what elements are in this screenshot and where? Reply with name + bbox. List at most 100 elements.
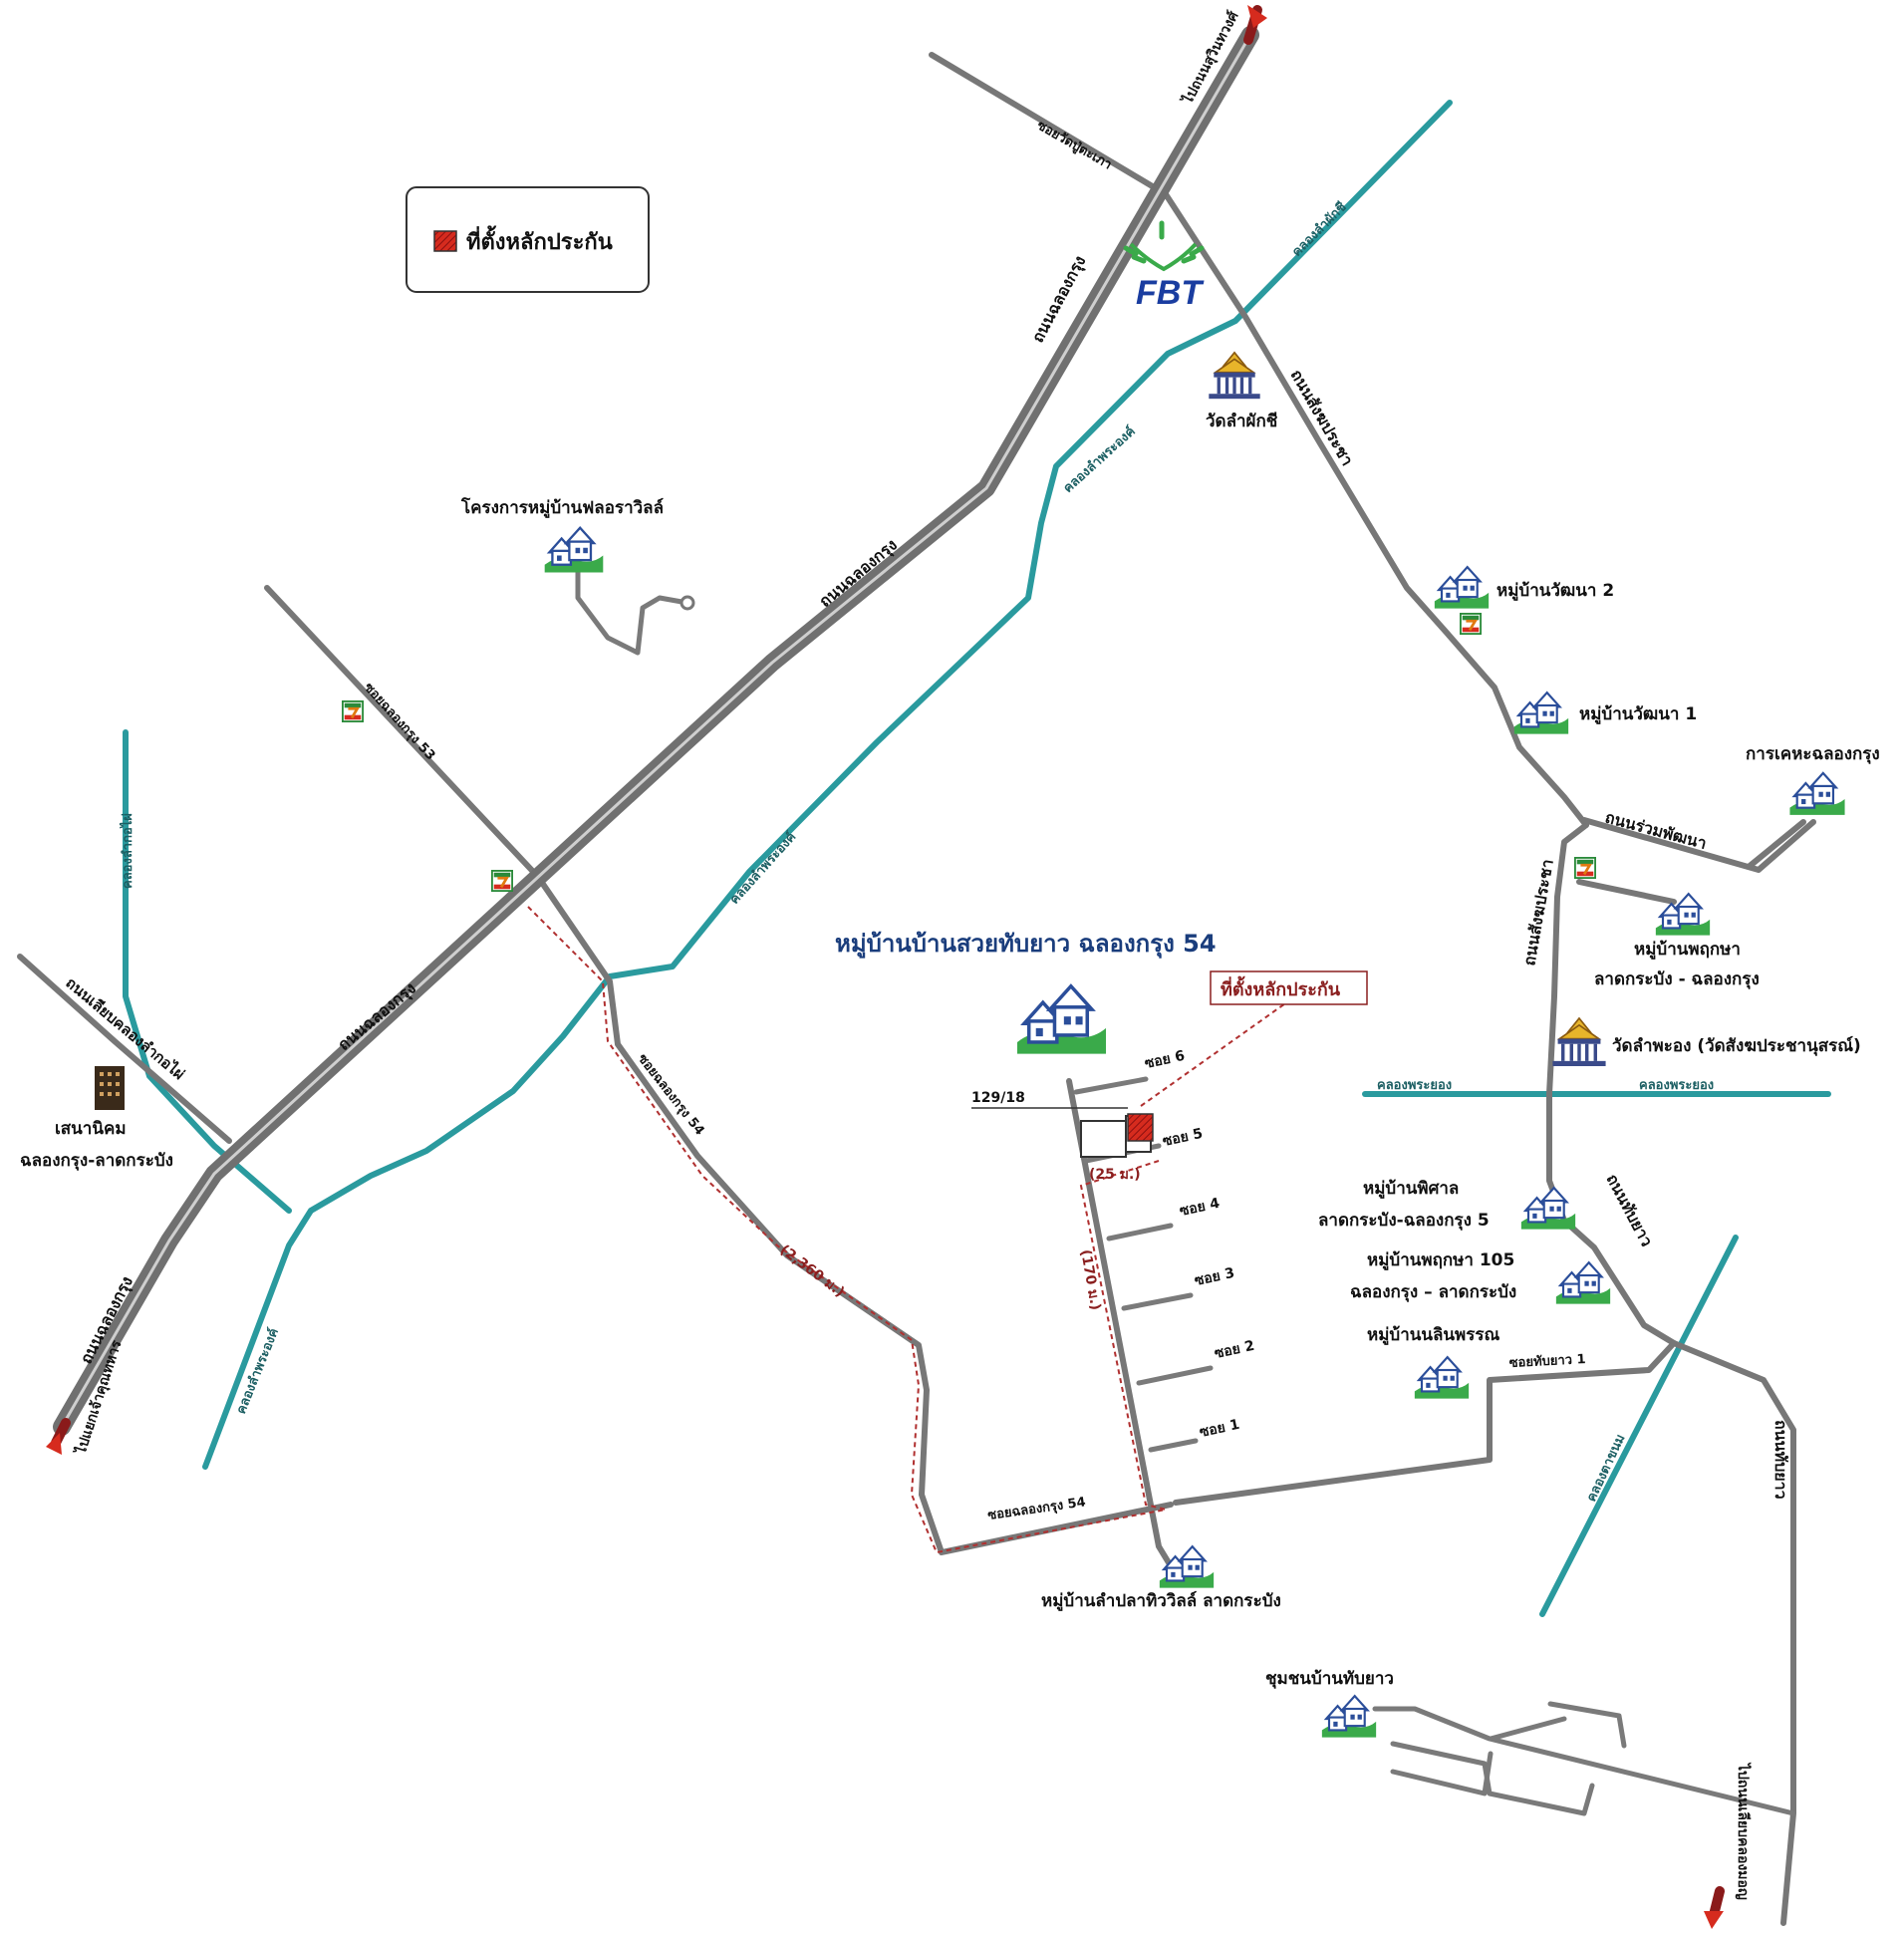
label-soi-wat: ซอยวัดปู่ตะเภา <box>1034 118 1114 172</box>
chalongkrung-main-road <box>53 26 1259 1436</box>
convenience-store-icon <box>1460 613 1482 635</box>
chumchon-road-1 <box>1372 1706 1796 1816</box>
label-wat-lamphraong: วัดลำพะอง (วัดสังฆประชานุสรณ์) <box>1612 1035 1861 1056</box>
sangkhom-road <box>1163 191 1589 828</box>
temple-icon <box>1551 1017 1607 1067</box>
arrow-icon-north <box>1243 5 1267 45</box>
liap-road <box>17 954 232 1144</box>
label-phruksa: หมู่บ้านพฤกษา <box>1634 940 1741 961</box>
house-icon <box>1512 691 1570 735</box>
convenience-store-icon <box>342 700 364 722</box>
canal-labels: คลองลำผักชี คลองลำพระองค์ คลองลำพระองค์ … <box>119 199 1714 1505</box>
kheha-road <box>1746 819 1806 870</box>
label-phisan: หมู่บ้านพิศาล <box>1363 1179 1459 1200</box>
soi-1-road <box>1148 1438 1199 1453</box>
label-phruksa105: หมู่บ้านพฤกษา 105 <box>1367 1250 1514 1271</box>
label-senanikhom-sub: ฉลองกรุง-ลาดกระบัง <box>20 1151 173 1171</box>
building-icon <box>95 1066 125 1110</box>
label-soi-5: ซอย 5 <box>1162 1126 1205 1150</box>
label-to-liap: ไปถนนเลียบคลองมอญ <box>1735 1762 1753 1900</box>
soi-3-road <box>1121 1292 1194 1311</box>
distance-25m: (25 ม.) <box>1089 1167 1141 1183</box>
house-icon <box>1519 1187 1577 1231</box>
arrow-icon-southwest <box>46 1418 71 1455</box>
brand-logo-text: FBT <box>1136 274 1205 312</box>
label-canal-lamphraong-2: คลองลำพระองค์ <box>726 829 799 908</box>
chumchon-road-4 <box>1547 1701 1627 1749</box>
label-soi-6: ซอย 6 <box>1144 1048 1187 1072</box>
label-canal-lamphakchi: คลองลำผักชี <box>1289 199 1350 260</box>
label-road-thapyao-2: ถนนทับยาว <box>1771 1420 1790 1500</box>
label-soi-1: ซอย 1 <box>1199 1417 1241 1441</box>
roundabout <box>680 595 695 611</box>
plot-outline <box>971 1107 1154 1158</box>
legend-text: ที่ตั้งหลักประกัน <box>466 225 613 255</box>
soi53-road <box>264 585 1174 1555</box>
label-flora-ville: โครงการหมู่บ้านฟลอราวิลล์ <box>460 497 664 519</box>
label-soi-2: ซอย 2 <box>1214 1338 1256 1362</box>
label-soi54-diagonal: ซอยฉลองกรุง 54 <box>635 1051 707 1138</box>
label-canal-phraong-1: คลองพระยอง <box>1377 1078 1452 1093</box>
label-soi-thapyao1: ซอยทับยาว 1 <box>1508 1352 1586 1371</box>
distance-170m: (170 ม.) <box>1077 1248 1103 1311</box>
project-title: หมู่บ้านบ้านสวยทับยาว ฉลองกรุง 54 <box>835 930 1217 960</box>
chumchon-road-5 <box>1488 1716 1567 1742</box>
label-wattana2: หมู่บ้านวัฒนา 2 <box>1496 581 1614 602</box>
temple-icon <box>1208 351 1261 401</box>
label-kheha: การเคหะฉลองกรุง <box>1746 744 1880 764</box>
label-phruksa-sub: ลาดกระบัง - ฉลองกรุง <box>1594 969 1760 989</box>
soi-4-road <box>1106 1223 1174 1242</box>
soi-6-road <box>1073 1076 1149 1095</box>
soi-wat-road <box>929 52 1169 197</box>
roads <box>17 52 1816 1926</box>
flora-access-road <box>575 567 690 656</box>
label-wat-lamphakchi: วัดลำผักชี <box>1206 411 1278 431</box>
soi-2-road <box>1136 1365 1214 1386</box>
thapyao-road <box>1671 1340 1796 1926</box>
label-soi54-horizontal: ซอยฉลองกรุง 54 <box>986 1495 1086 1523</box>
label-soi53: ซอยฉลองกรุง 53 <box>361 681 437 764</box>
soi-thapyao1-road <box>1173 1340 1677 1506</box>
distance-lines <box>527 906 1296 1554</box>
label-chumchon: ชุมชนบ้านทับยาว <box>1265 1669 1394 1689</box>
chumchon-road-2 <box>1390 1741 1595 1816</box>
canal-lamphakchi-line <box>202 100 1453 1470</box>
label-soi-4: ซอย 4 <box>1179 1196 1222 1220</box>
place-labels: วัดลำผักชี โครงการหมู่บ้านฟลอราวิลล์ หมู… <box>20 411 1880 1689</box>
canal-lamkopai-line <box>123 729 292 1214</box>
label-road-thapyao-1: ถนนทับยาว <box>1602 1171 1656 1249</box>
legend: ที่ตั้งหลักประกัน <box>406 186 650 293</box>
soi-labels: ซอย 6 ซอย 5 ซอย 4 ซอย 3 ซอย 2 ซอย 1 129/… <box>971 1048 1256 1441</box>
plot-number: 129/18 <box>971 1090 1025 1106</box>
house-icon <box>1320 1695 1378 1739</box>
house-icon <box>1554 1261 1612 1305</box>
house-icon <box>1433 566 1491 610</box>
label-phisan-sub: ลาดกระบัง-ฉลองกรุง 5 <box>1318 1211 1490 1231</box>
canal-kanom-line <box>1539 1235 1739 1617</box>
label-lamplatiw: หมู่บ้านลำปลาทิววิลล์ ลาดกระบัง <box>1041 1590 1281 1612</box>
callout: ที่ตั้งหลักประกัน <box>1210 970 1368 1005</box>
label-phruksa105-sub: ฉลองกรุง – ลาดกระบัง <box>1350 1282 1516 1302</box>
label-wattana1: หมู่บ้านวัฒนา 1 <box>1579 704 1697 725</box>
label-road-sangkhom-2: ถนนสังฆประชา <box>1519 858 1557 967</box>
chumchon-road-3 <box>1390 1751 1494 1796</box>
arrow-icon-south <box>1704 1886 1725 1929</box>
phruksa-road <box>1576 879 1677 905</box>
collateral-marker-icon <box>433 230 457 252</box>
ruam-road <box>1581 817 1816 873</box>
distance-labels: (25 ม.) (170 ม.) (2,360 ม.) <box>777 1167 1141 1311</box>
canals <box>123 100 1831 1617</box>
callout-text: ที่ตั้งหลักประกัน <box>1221 975 1341 1000</box>
label-canal-lamkopai: คลองลำกอไผ่ <box>119 813 136 889</box>
label-canal-phraong-2: คลองพระยอง <box>1639 1078 1714 1093</box>
distance-2360m: (2,360 ม.) <box>777 1242 848 1300</box>
fbt-logo-icon: FBT <box>1123 220 1205 312</box>
label-road-chalongkrung-3: ถนนฉลองกรุง <box>334 978 419 1055</box>
label-nalin: หมู่บ้านนลินพรรณ <box>1367 1325 1499 1346</box>
label-senanikhom: เสนานิคม <box>55 1119 127 1139</box>
label-canal-lamphraong-1: คลองลำพระองค์ <box>1060 423 1139 496</box>
house-icon <box>1413 1356 1471 1400</box>
convenience-store-icon <box>1574 857 1596 879</box>
